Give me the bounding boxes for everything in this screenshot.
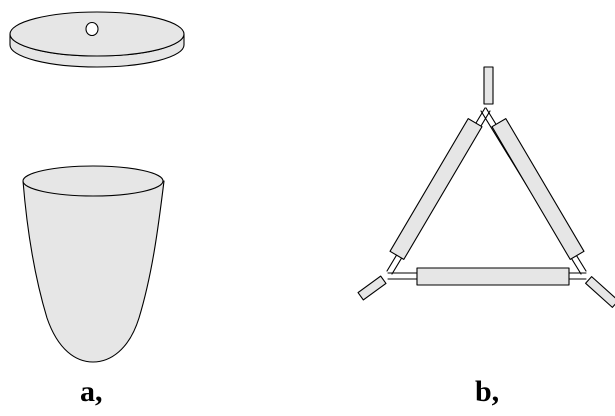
clay-sleeves [389,118,585,286]
right-clay-sleeve [491,118,585,260]
pipe-clay-triangle-icon [357,66,615,308]
crucible-icon [22,165,165,363]
crucible-lid-icon [9,11,185,68]
wire-ends [357,66,615,308]
left-clay-sleeve [389,118,483,260]
panel-a-label: a, [80,375,103,408]
right-wire-end [585,276,615,308]
left-wire-end [357,275,387,301]
panel-b-label: b, [475,375,500,408]
lid-hole-icon [85,21,99,37]
top-wire-end [483,66,494,105]
bottom-clay-sleeve [416,267,570,286]
wire-frame [386,107,587,280]
